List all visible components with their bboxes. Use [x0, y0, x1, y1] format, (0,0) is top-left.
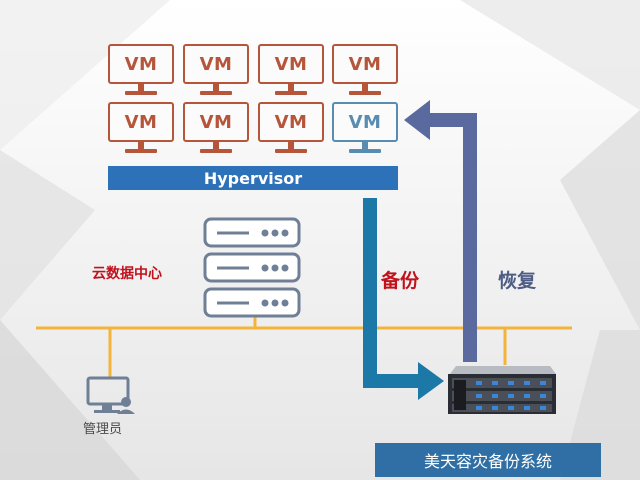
vm-monitor: VM	[332, 44, 398, 100]
restore-arrow-head	[404, 100, 430, 140]
server-icon	[203, 287, 301, 318]
vm-label: VM	[108, 44, 174, 84]
vm-monitor: VM	[258, 102, 324, 158]
vm-label: VM	[258, 102, 324, 142]
vm-monitor: VM	[183, 102, 249, 158]
system-banner: 美天容灾备份系统	[375, 443, 601, 477]
vm-label: VM	[332, 102, 398, 142]
datacenter-label: 云数据中心	[92, 266, 162, 282]
vm-label: VM	[258, 44, 324, 84]
vm-label: VM	[108, 102, 174, 142]
admin-label: 管理员	[83, 422, 123, 437]
vm-monitor: VM	[258, 44, 324, 100]
backup-arrow-head	[418, 362, 444, 400]
vm-monitor: VM	[108, 102, 174, 158]
vm-monitor: VM	[183, 44, 249, 100]
restore-arrow-path	[426, 113, 477, 362]
server-icon	[203, 252, 301, 283]
storage-server-icon	[448, 366, 556, 414]
vm-monitor-restored: VM	[332, 102, 398, 158]
vm-label: VM	[183, 102, 249, 142]
backup-arrow-path	[363, 198, 420, 388]
restore-label: 恢复	[498, 270, 537, 292]
server-icon	[203, 217, 301, 248]
backup-label: 备份	[381, 270, 420, 292]
hypervisor-bar: Hypervisor	[108, 166, 398, 190]
admin-computer-icon	[86, 376, 135, 414]
vm-label: VM	[332, 44, 398, 84]
vm-monitor: VM	[108, 44, 174, 100]
vm-label: VM	[183, 44, 249, 84]
